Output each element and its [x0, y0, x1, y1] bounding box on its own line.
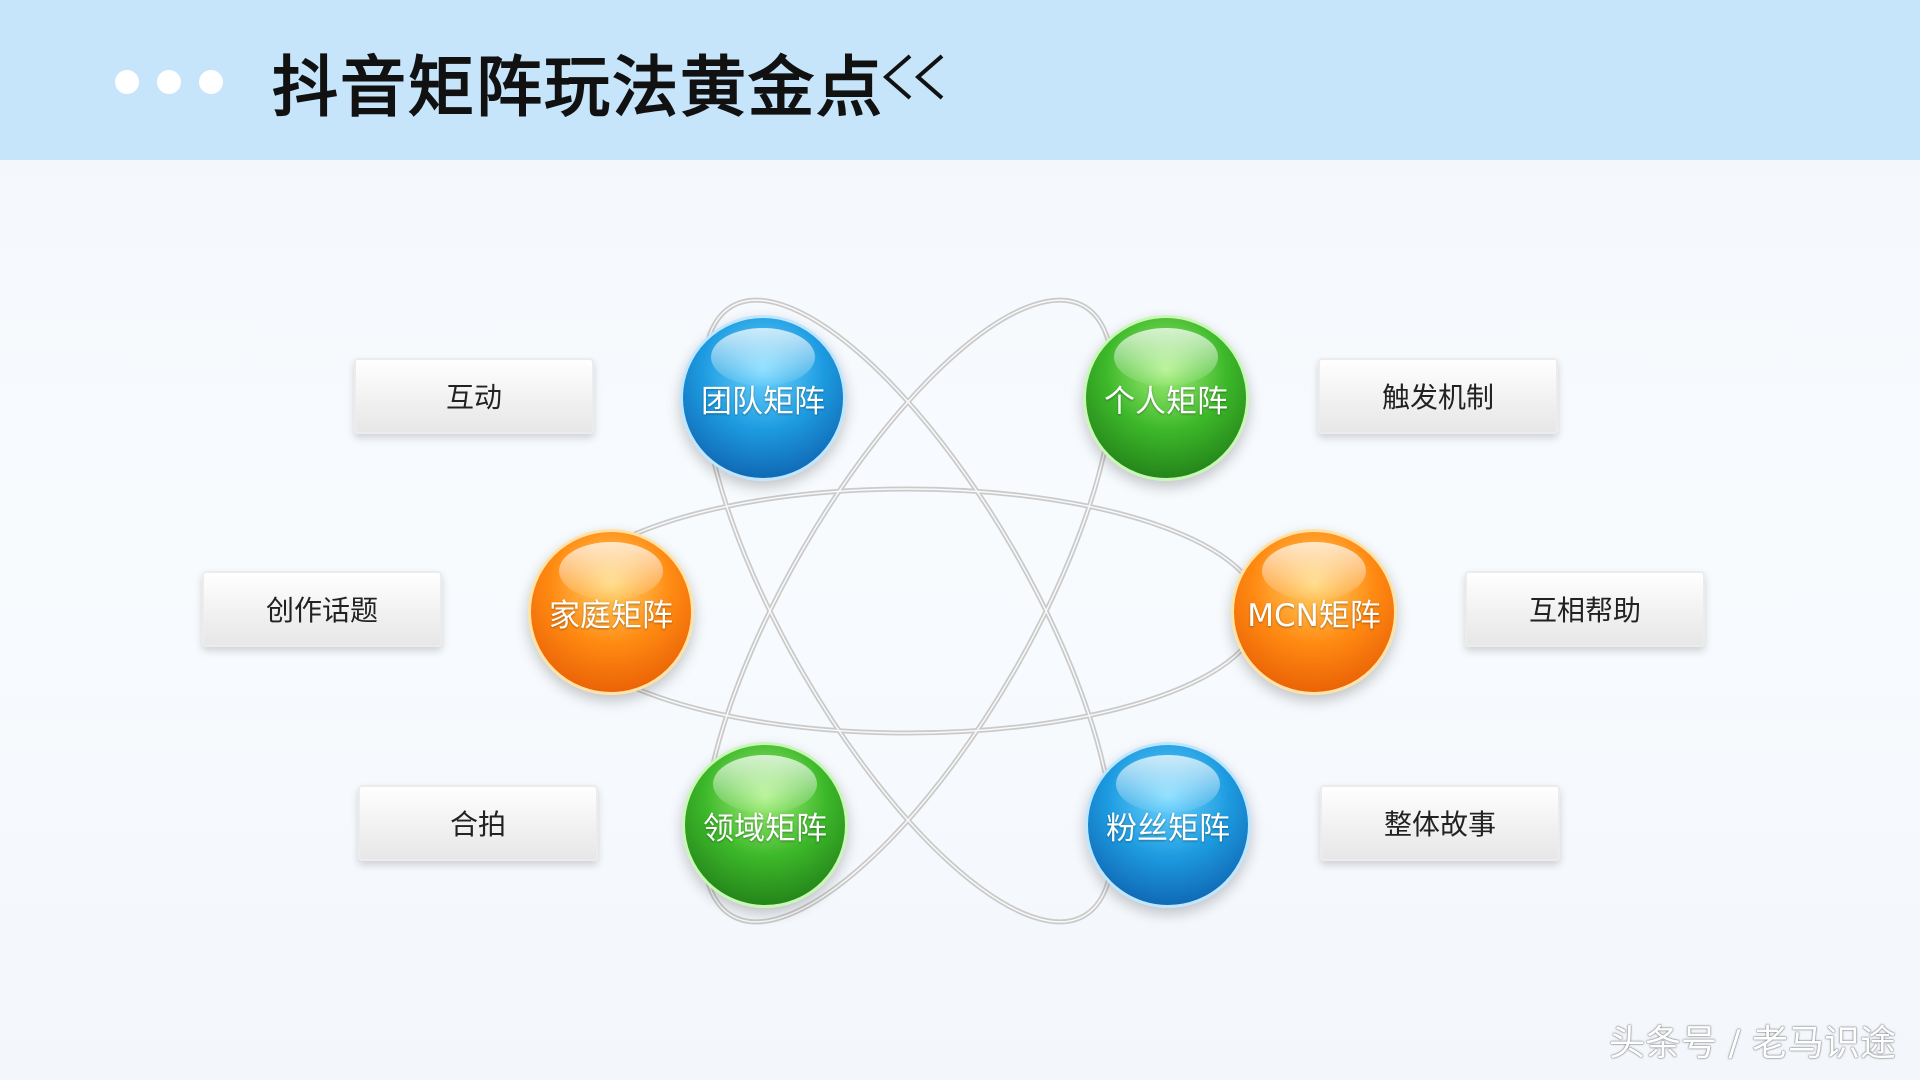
node-label: MCN矩阵	[1247, 597, 1381, 634]
node-label: 个人矩阵	[1104, 383, 1228, 420]
node-domain-matrix: 领域矩阵	[682, 742, 848, 908]
node-fans-matrix: 粉丝矩阵	[1085, 742, 1251, 908]
dot	[199, 70, 223, 94]
watermark: 头条号 / 老马识途	[1608, 1023, 1896, 1064]
node-label: 团队矩阵	[701, 383, 825, 420]
point-box-interaction: 互动	[354, 358, 594, 434]
dots-icon	[115, 70, 223, 94]
double-chevron-left-icon	[882, 54, 944, 100]
node-label: 粉丝矩阵	[1106, 810, 1230, 847]
node-label: 家庭矩阵	[549, 597, 673, 634]
dot	[115, 70, 139, 94]
dot	[157, 70, 181, 94]
node-family-matrix: 家庭矩阵	[528, 529, 694, 695]
node-mcn-matrix: MCN矩阵	[1231, 529, 1397, 695]
point-box-duet: 合拍	[358, 785, 598, 861]
page-title: 抖音矩阵玩法黄金点	[272, 48, 884, 126]
point-box-topic: 创作话题	[202, 571, 442, 647]
point-box-trigger: 触发机制	[1318, 358, 1558, 434]
node-team-matrix: 团队矩阵	[680, 315, 846, 481]
node-label: 领域矩阵	[703, 810, 827, 847]
node-personal-matrix: 个人矩阵	[1083, 315, 1249, 481]
header-bar: 抖音矩阵玩法黄金点	[0, 0, 1920, 160]
point-box-story: 整体故事	[1320, 785, 1560, 861]
point-box-mutual: 互相帮助	[1465, 571, 1705, 647]
